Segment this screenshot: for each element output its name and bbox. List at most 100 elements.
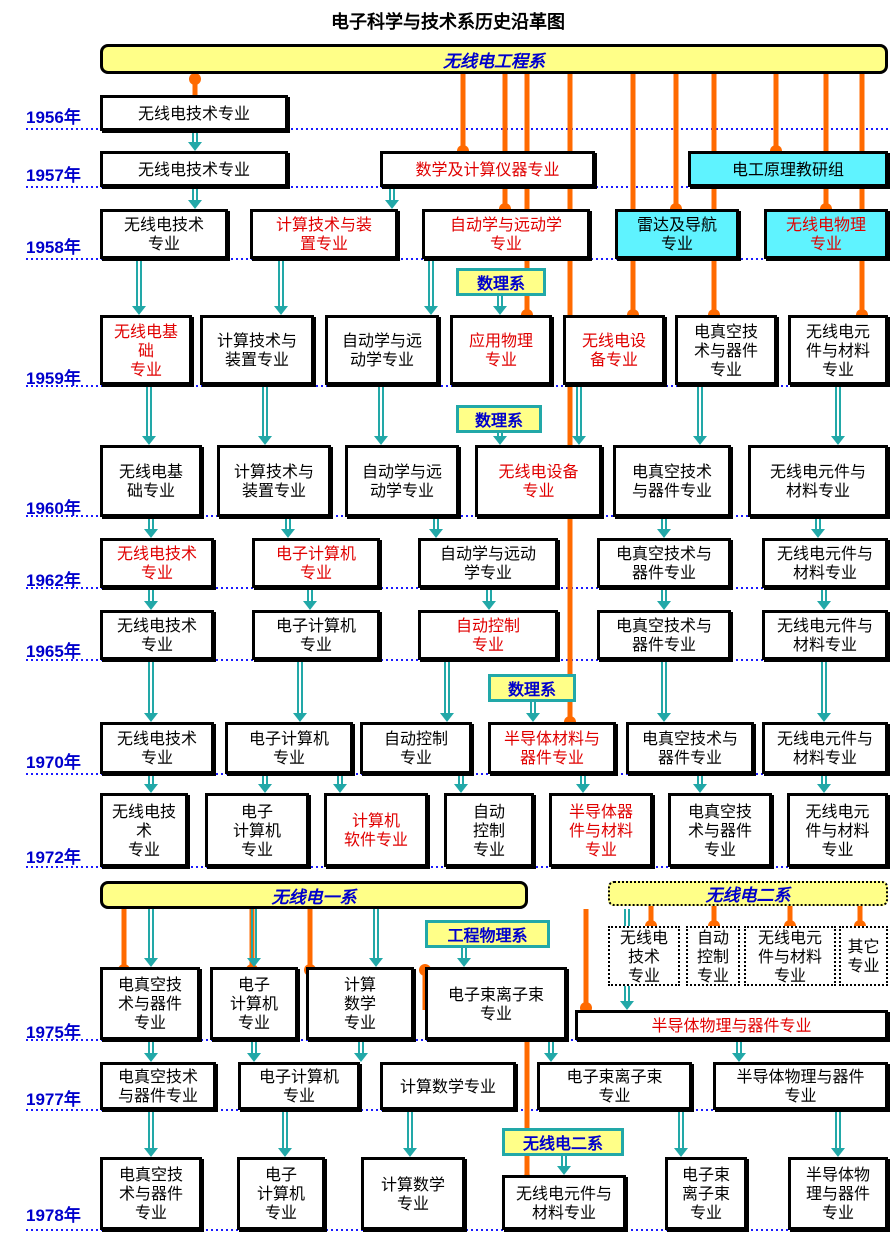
major-box-c72: 计算机 软件专业 xyxy=(324,793,428,867)
major-box-c70: 自动控制 专业 xyxy=(360,722,472,774)
major-box-d77: 电子束离子束 专业 xyxy=(537,1062,692,1110)
major-box-b60: 计算技术与 装置专业 xyxy=(217,445,331,517)
major-box-a56: 无线电技术专业 xyxy=(100,95,288,131)
year-label-y1975: 1975年 xyxy=(26,1023,81,1042)
arrow-head xyxy=(144,958,158,967)
major-box-x1: 无线电 技术 专业 xyxy=(608,926,680,986)
department-banner-wxd2: 无线电二系 xyxy=(608,881,888,906)
arrow-head xyxy=(247,958,261,967)
arrow-head xyxy=(657,601,671,610)
arrow-head xyxy=(303,601,317,610)
major-box-f60: 无线电元件与 材料专业 xyxy=(748,445,888,517)
major-box-d75: 电子束离子束 专业 xyxy=(425,967,567,1040)
arrow-head xyxy=(142,436,156,445)
diagram-title: 电子科学与技术系历史沿革图 xyxy=(331,12,565,33)
arrow-head xyxy=(732,1053,746,1062)
arrow-head xyxy=(144,713,158,722)
major-box-e72: 半导体器 件与材料 专业 xyxy=(549,793,653,867)
major-box-c65: 自动控制 专业 xyxy=(418,610,558,660)
major-box-e77: 半导体物理与器件 专业 xyxy=(713,1062,888,1110)
major-box-f72: 电真空技 术与器件 专业 xyxy=(668,793,772,867)
arrow-head xyxy=(188,142,202,151)
arrow-head xyxy=(493,436,507,445)
major-box-d59: 应用物理 专业 xyxy=(450,315,552,385)
arrow-head xyxy=(693,436,707,445)
major-box-a75: 电真空技 术与器件 专业 xyxy=(100,967,200,1040)
arrow-head xyxy=(132,306,146,315)
major-box-e59: 无线电设 备专业 xyxy=(563,315,665,385)
arrow-head xyxy=(144,529,158,538)
arrow-head xyxy=(247,1053,261,1062)
arrow-head xyxy=(258,436,272,445)
major-box-e75: 半导体物理与器件专业 xyxy=(575,1010,888,1040)
major-box-e70: 电真空技术与 器件专业 xyxy=(626,722,754,774)
arrow-head xyxy=(817,784,831,793)
arrow-head xyxy=(354,1053,368,1062)
major-box-d78: 无线电元件与 材料专业 xyxy=(502,1175,626,1230)
department-tag-gcwl: 工程物理系 xyxy=(425,920,550,948)
major-box-d62: 电真空技术与 器件专业 xyxy=(597,538,731,588)
major-box-d60: 无线电设备 专业 xyxy=(475,445,602,517)
arrow-head xyxy=(258,784,272,793)
arrow-head xyxy=(493,306,507,315)
major-box-x2: 自动 控制 专业 xyxy=(686,926,740,986)
arrow-head xyxy=(293,713,307,722)
arrow-head xyxy=(385,200,399,209)
arrow-head xyxy=(572,436,586,445)
arrow-head xyxy=(144,601,158,610)
department-tag-wxd2b: 无线电二系 xyxy=(502,1128,624,1156)
major-box-a65: 无线电技术 专业 xyxy=(100,610,214,660)
major-box-f78: 半导体物 理与器件 专业 xyxy=(788,1157,888,1230)
arrow-head xyxy=(144,784,158,793)
major-box-g72: 无线电元 件与材料 专业 xyxy=(787,793,888,867)
major-box-g59: 无线电元 件与材料 专业 xyxy=(788,315,888,385)
year-label-y1965: 1965年 xyxy=(26,642,81,661)
major-box-c59: 自动学与远 动学专业 xyxy=(325,315,439,385)
transfer-dot xyxy=(189,73,201,85)
major-box-a58: 无线电技术 专业 xyxy=(100,209,228,259)
major-box-f59: 电真空技 术与器件 专业 xyxy=(675,315,777,385)
major-box-c60: 自动学与远 动学专业 xyxy=(345,445,459,517)
arrow-head xyxy=(557,1166,571,1175)
department-banner-wxdgcx: 无线电工程系 xyxy=(100,44,888,74)
arrow-head xyxy=(278,1148,292,1157)
major-box-d70: 半导体材料与 器件专业 xyxy=(488,722,616,774)
arrow-head xyxy=(440,713,454,722)
year-label-y1960: 1960年 xyxy=(26,499,81,518)
major-box-b77: 电子计算机 专业 xyxy=(238,1062,360,1110)
major-box-x4: 其它 专业 xyxy=(839,926,888,986)
arrow-head xyxy=(817,601,831,610)
arrow-head xyxy=(526,713,540,722)
arrow-head xyxy=(811,529,825,538)
major-box-c58: 自动学与远动学 专业 xyxy=(422,209,590,259)
arrow-head xyxy=(831,1148,845,1157)
department-tag-sl3: 数理系 xyxy=(488,674,576,702)
major-box-b72: 电子 计算机 专业 xyxy=(205,793,309,867)
major-box-d72: 自动 控制 专业 xyxy=(444,793,534,867)
arrow-head xyxy=(482,601,496,610)
major-box-a72: 无线电技 术 专业 xyxy=(100,793,188,867)
major-box-e62: 无线电元件与 材料专业 xyxy=(762,538,888,588)
department-banner-wxd1: 无线电一系 xyxy=(100,881,528,909)
year-label-y1959: 1959年 xyxy=(26,369,81,388)
arrow-head xyxy=(620,1001,634,1010)
arrow-head xyxy=(274,306,288,315)
arrow-head xyxy=(403,1148,417,1157)
major-box-a70: 无线电技术 专业 xyxy=(100,722,214,774)
year-label-y1956: 1956年 xyxy=(26,108,81,127)
arrow-head xyxy=(544,1053,558,1062)
major-box-a57: 无线电技术专业 xyxy=(100,151,288,187)
arrow-head xyxy=(333,784,347,793)
major-box-x3: 无线电元 件与材料 专业 xyxy=(744,926,836,986)
arrow-head xyxy=(457,958,471,967)
major-box-a59: 无线电基 础 专业 xyxy=(100,315,192,385)
major-box-b75: 电子 计算机 专业 xyxy=(210,967,298,1040)
major-box-d58: 雷达及导航 专业 xyxy=(615,209,739,259)
major-box-b62: 电子计算机 专业 xyxy=(252,538,380,588)
major-box-b70: 电子计算机 专业 xyxy=(225,722,353,774)
department-tag-sl2: 数理系 xyxy=(456,405,542,433)
major-box-d65: 电真空技术与 器件专业 xyxy=(597,610,731,660)
major-box-b59: 计算技术与 装置专业 xyxy=(200,315,314,385)
